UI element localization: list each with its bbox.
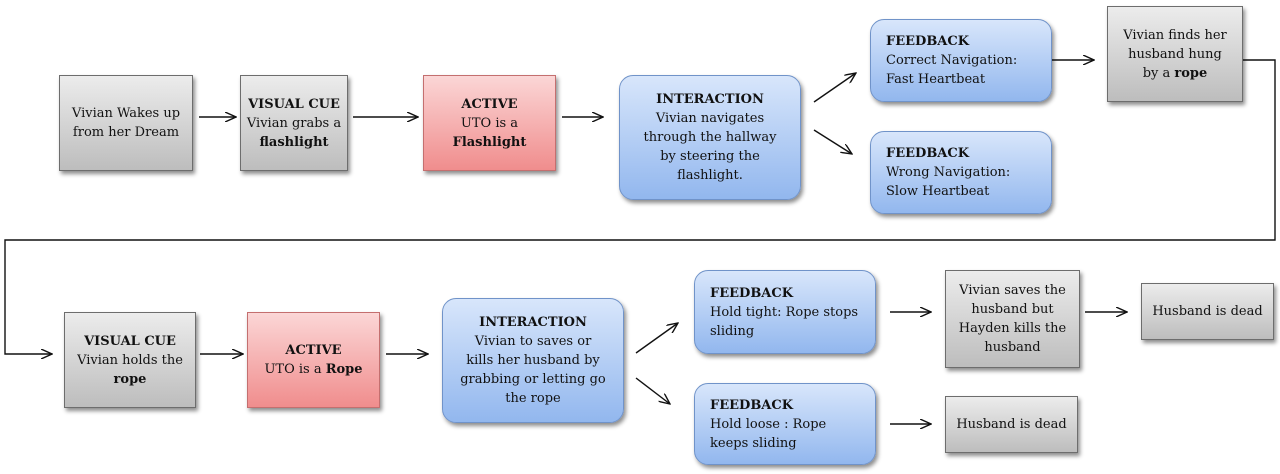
node-husband-dead-1: Husband is dead xyxy=(1141,283,1274,340)
node-heading: FEEDBACK xyxy=(886,146,970,161)
node-heading: VISUAL CUE xyxy=(248,96,340,112)
node-heading: VISUAL CUE xyxy=(84,333,176,349)
text-segment: Wrong Navigation: xyxy=(886,165,1011,180)
arrow-interaction1-to-wrong xyxy=(813,129,852,154)
node-finds-husband: Vivian finds her husband hung by a rope xyxy=(1107,6,1243,102)
node-text-line: UTO is a Rope xyxy=(264,360,362,379)
text-segment: from her Dream xyxy=(72,125,180,140)
node-text-line: grabbing or letting go xyxy=(460,370,606,389)
node-text-line: kills her husband by xyxy=(466,351,600,370)
node-heading: FEEDBACK xyxy=(710,397,794,413)
node-feedback-tight: FEEDBACK Hold tight: Rope stops sliding xyxy=(694,270,876,354)
node-husband-dead-2: Husband is dead xyxy=(945,396,1078,453)
node-text-line: the rope xyxy=(505,389,560,408)
node-feedback-loose: FEEDBACK Hold loose : Rope keeps sliding xyxy=(694,383,876,465)
text-segment: Vivian to saves or xyxy=(474,334,592,349)
node-text-line: by a rope xyxy=(1143,64,1208,83)
node-active-flashlight: ACTIVE UTO is a Flashlight xyxy=(423,75,556,171)
node-text-line: husband but xyxy=(971,300,1053,319)
node-text-line: Husband is dead xyxy=(1152,302,1262,321)
text-segment: Husband is dead xyxy=(1152,304,1263,319)
node-text-line: Wrong Navigation: xyxy=(886,163,1010,182)
text-segment: through the hallway xyxy=(643,130,777,145)
text-segment: flashlight xyxy=(259,134,329,150)
text-segment: husband xyxy=(984,340,1041,355)
text-segment: Vivian navigates xyxy=(655,111,765,126)
node-text-line: Vivian to saves or xyxy=(475,332,592,351)
text-segment: kills her husband by xyxy=(466,353,600,368)
node-text-line: Vivian grabs a xyxy=(247,114,341,133)
text-segment: by steering the xyxy=(660,149,760,164)
node-heading: INTERACTION xyxy=(656,92,764,107)
arrow-interaction1-to-correct xyxy=(813,73,856,103)
node-text-line: Hold tight: Rope stops xyxy=(710,303,858,322)
text-segment: Vivian finds her xyxy=(1123,27,1227,43)
text-segment: sliding xyxy=(710,323,755,339)
text-segment: Hayden kills the xyxy=(958,321,1067,336)
text-segment: Vivian Wakes up xyxy=(71,106,181,121)
node-text-line: Vivian navigates xyxy=(656,109,764,128)
node-text-line: flashlight xyxy=(259,133,328,152)
text-segment: UTO is a xyxy=(460,115,519,131)
node-feedback-correct: FEEDBACK Correct Navigation: Fast Heartbea… xyxy=(870,19,1052,102)
text-segment: Rope xyxy=(325,362,363,377)
text-segment: keeps sliding xyxy=(710,435,797,451)
text-segment: rope xyxy=(1174,65,1208,81)
node-text-line: Vivian saves the xyxy=(959,281,1066,300)
node-text-line: Vivian holds the xyxy=(77,351,183,370)
node-heading: INTERACTION xyxy=(479,315,587,330)
node-text-line: Correct Navigation: xyxy=(886,51,1017,70)
node-text-line: husband xyxy=(984,338,1040,357)
text-segment: Slow Heartbeat xyxy=(886,184,990,199)
text-segment: Fast Heartbeat xyxy=(886,72,986,87)
node-text-line: Fast Heartbeat xyxy=(886,70,985,89)
arrow-interaction2-to-loose xyxy=(635,377,670,404)
text-segment: husband but xyxy=(971,302,1054,317)
text-segment: grabbing or letting go xyxy=(460,372,606,387)
text-segment: Vivian saves the xyxy=(959,283,1066,298)
text-segment: the rope xyxy=(505,391,561,406)
text-segment: Vivian holds the xyxy=(77,352,183,368)
node-heading: FEEDBACK xyxy=(710,285,794,301)
node-text-line: keeps sliding xyxy=(710,434,797,453)
node-heading: ACTIVE xyxy=(461,96,518,112)
node-text-line: UTO is a xyxy=(461,114,518,133)
node-text-line: Slow Heartbeat xyxy=(886,182,989,201)
text-segment: Flashlight xyxy=(452,134,527,150)
node-heading: FEEDBACK xyxy=(886,34,970,49)
node-text-line: Husband is dead xyxy=(956,415,1066,434)
node-visual-cue-flashlight: VISUAL CUE Vivian grabs a flashlight xyxy=(240,75,348,171)
node-text-line: from her Dream xyxy=(73,123,179,142)
text-segment: flashlight. xyxy=(677,168,743,183)
text-segment: rope xyxy=(113,371,147,387)
node-text-line: through the hallway xyxy=(644,128,777,147)
node-text-line: Hold loose : Rope xyxy=(710,415,826,434)
node-text-line: husband hung xyxy=(1128,45,1222,64)
text-segment: Vivian grabs a xyxy=(246,115,342,131)
node-text-line: sliding xyxy=(710,322,754,341)
node-text-line: Vivian finds her xyxy=(1123,26,1227,45)
node-text-line: rope xyxy=(114,370,147,389)
node-text-line: Hayden kills the xyxy=(959,319,1066,338)
text-segment: Husband is dead xyxy=(956,417,1067,432)
text-segment: Hold loose : Rope xyxy=(710,416,827,432)
text-segment: by a xyxy=(1142,65,1175,81)
text-segment: UTO is a xyxy=(264,362,326,377)
node-heading: ACTIVE xyxy=(285,343,342,358)
node-text-line: by steering the xyxy=(660,147,760,166)
node-text-line: Vivian Wakes up xyxy=(72,104,180,123)
text-segment: husband hung xyxy=(1128,46,1222,62)
text-segment: Correct Navigation: xyxy=(886,53,1018,68)
node-feedback-wrong: FEEDBACK Wrong Navigation: Slow Heartbeat xyxy=(870,131,1052,214)
node-active-rope: ACTIVE UTO is a Rope xyxy=(247,312,380,408)
node-text-line: flashlight. xyxy=(677,166,743,185)
text-segment: Hold tight: Rope stops xyxy=(710,304,859,320)
node-interaction-hallway: INTERACTION Vivian navigates through the h… xyxy=(619,75,801,200)
node-interaction-rope: INTERACTION Vivian to saves or kills her h… xyxy=(442,298,624,423)
node-visual-cue-rope: VISUAL CUE Vivian holds the rope xyxy=(64,312,196,408)
node-wakes-up: Vivian Wakes up from her Dream xyxy=(59,75,193,171)
node-text-line: Flashlight xyxy=(453,133,527,152)
arrow-interaction2-to-tight xyxy=(635,323,678,354)
